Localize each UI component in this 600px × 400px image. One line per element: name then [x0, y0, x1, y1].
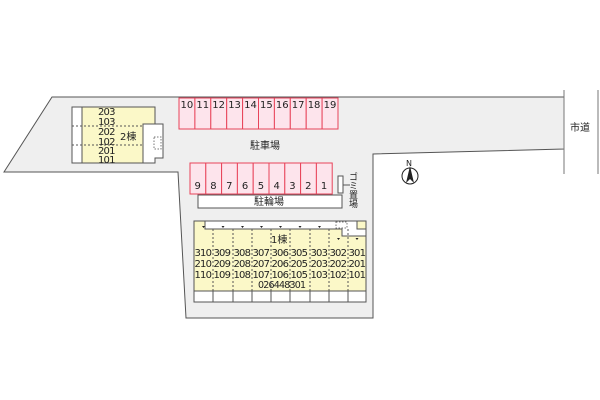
unit: 103: [311, 270, 328, 281]
entrance-marker-icon: [298, 226, 302, 228]
parking-space-number: 2: [305, 181, 311, 192]
parking-space-number: 18: [308, 100, 321, 111]
unit: 103: [98, 117, 115, 128]
unit: 202: [98, 127, 115, 138]
unit: 107: [253, 270, 270, 281]
unit: 307: [253, 248, 270, 259]
svg-text:N: N: [406, 159, 412, 168]
parking-space-number: 4: [274, 181, 280, 192]
unit: 105: [291, 270, 308, 281]
unit: 109: [214, 270, 231, 281]
parking-space-number: 12: [212, 100, 225, 111]
unit: 210: [195, 259, 212, 270]
entrance-marker-icon: [355, 238, 359, 240]
building-2-label: 2棟: [120, 130, 136, 143]
parking-space-number: 13: [228, 100, 241, 111]
building-1-label: 1棟: [271, 233, 287, 246]
parking-space-number: 8: [210, 181, 216, 192]
entrance-marker-icon: [241, 226, 244, 228]
parking-space-number: 9: [195, 181, 201, 192]
unit: 306: [272, 248, 289, 259]
parking-space: [315, 162, 333, 195]
bicycle-parking: [197, 194, 343, 209]
parking-space-number: 11: [196, 100, 209, 111]
unit: 303: [311, 248, 328, 259]
unit: 201: [349, 259, 366, 270]
parking-space-number: 7: [226, 181, 232, 192]
parking-space-number: 10: [181, 100, 194, 111]
parking-space-number: 14: [244, 100, 257, 111]
unit: 302: [330, 248, 347, 259]
unit: 208: [234, 259, 251, 270]
entrance-marker-icon: [318, 226, 321, 228]
unit: 101: [349, 270, 366, 281]
unit: 202: [330, 259, 347, 270]
entrance-marker-icon: [221, 226, 225, 228]
bicycle-label: 駐輪場: [254, 195, 284, 208]
parking-space-number: 19: [324, 100, 337, 111]
unit: 101: [98, 155, 115, 166]
parking-space-number: 3: [289, 181, 295, 192]
unit: 301: [349, 248, 366, 259]
garbage-area: [337, 175, 344, 194]
parking-space: [321, 97, 339, 130]
unit: 108: [234, 270, 251, 281]
parking-space-number: 17: [292, 100, 305, 111]
unit: 102: [98, 137, 115, 148]
entrance-marker-icon: [279, 226, 282, 228]
unit: 203: [98, 107, 115, 118]
entrance-marker-icon: [260, 226, 263, 228]
entrance-marker-icon: [202, 226, 205, 228]
building-1-code: 026448301: [258, 280, 306, 291]
unit: 106: [272, 270, 289, 281]
parking-space-number: 16: [276, 100, 289, 111]
unit: 201: [98, 146, 115, 157]
garbage-label: ゴミ置場: [347, 171, 358, 209]
parking-space-number: 5: [258, 181, 264, 192]
unit: 207: [253, 259, 270, 270]
entrance-marker-icon: [337, 238, 340, 240]
building-1: 1棟 026448301 310210110309209109308208108…: [193, 220, 367, 303]
unit: 209: [214, 259, 231, 270]
unit: 305: [291, 248, 308, 259]
parking-space-number: 15: [260, 100, 273, 111]
parking-label: 駐車場: [250, 139, 280, 152]
unit: 102: [330, 270, 347, 281]
unit: 205: [291, 259, 308, 270]
parking-space-number: 1: [321, 181, 327, 192]
north-compass-icon: N: [401, 159, 419, 185]
road-label: 市道: [570, 121, 590, 134]
unit: 206: [272, 259, 289, 270]
unit: 308: [234, 248, 251, 259]
unit: 310: [195, 248, 212, 259]
parking-space-number: 6: [242, 181, 248, 192]
unit: 203: [311, 259, 328, 270]
building-2: 2棟 203 103 202 102 201 101: [71, 106, 164, 166]
unit: 110: [195, 270, 212, 281]
unit: 309: [214, 248, 231, 259]
